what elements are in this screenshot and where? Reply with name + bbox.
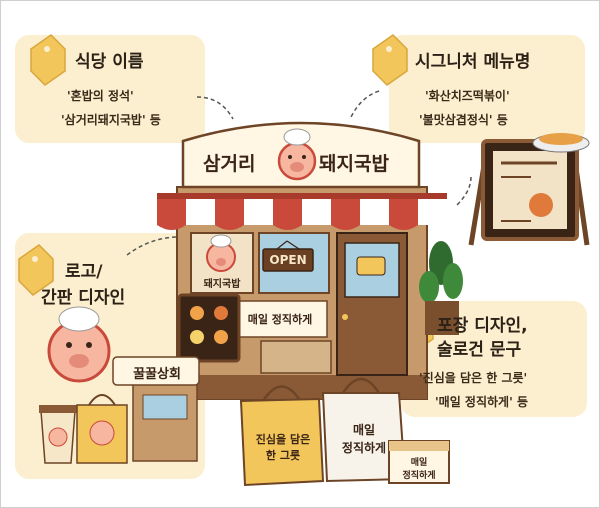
callout-title-logo: 로고/ (65, 262, 103, 282)
kraft-bag (239, 385, 325, 487)
menu-board (177, 293, 241, 363)
callout-title-logo: 간판 디자인 (41, 288, 126, 308)
standing-menu-board (468, 133, 590, 246)
food-box (388, 440, 450, 484)
price-tag-icon (30, 34, 66, 86)
callout-example: '혼밥의 정석' (67, 89, 134, 103)
callout-title-packaging: 술로건 문구 (437, 340, 522, 360)
awning (157, 193, 447, 230)
coffee-cup-icon (39, 405, 77, 464)
callout-title-signature: 시그니처 메뉴명 (415, 52, 531, 72)
kraft-bag-text: 진심을 담은 (255, 433, 311, 446)
plant-icon (419, 241, 463, 335)
callout-example: '화산치즈떡볶이' (425, 89, 510, 103)
callout-example: '불맛삼겹정식' 등 (419, 113, 508, 127)
callout-title-name: 식당 이름 (75, 52, 144, 72)
kraft-bag-text: 한 그릇 (265, 449, 301, 462)
callout-example: '매일 정직하게' 등 (435, 395, 528, 409)
store-sign-right: 돼지국밥 (319, 153, 389, 175)
price-tag-icon (372, 34, 408, 86)
pig-chef-logo (47, 306, 111, 383)
box-text: 매일 (410, 458, 428, 468)
callout-example: '진심을 담은 한 그릇' (419, 371, 528, 385)
open-sign: OPEN (269, 253, 307, 267)
price-tag-icon (18, 244, 54, 296)
white-bag-text: 매일 (352, 423, 376, 437)
callout-example: '삼거리돼지국밥' 등 (61, 113, 161, 127)
pig-chef-logo (277, 128, 317, 181)
shop-sign-text: 꿀꿀상회 (133, 367, 181, 382)
shopping-bag-icon (76, 394, 128, 464)
window-logo-text: 돼지국밥 (203, 279, 241, 290)
store-sign-left: 삼거리 (203, 153, 256, 175)
box-text: 정직하게 (402, 471, 436, 481)
white-bag-text: 정직하게 (341, 441, 387, 455)
mini-store-icon (112, 356, 200, 462)
callout-title-packaging: 포장 디자인, (437, 316, 528, 336)
window-banner: 매일 정직하게 (247, 313, 313, 326)
pig-chef-logo (206, 234, 236, 272)
callout-card-signature (389, 35, 585, 143)
